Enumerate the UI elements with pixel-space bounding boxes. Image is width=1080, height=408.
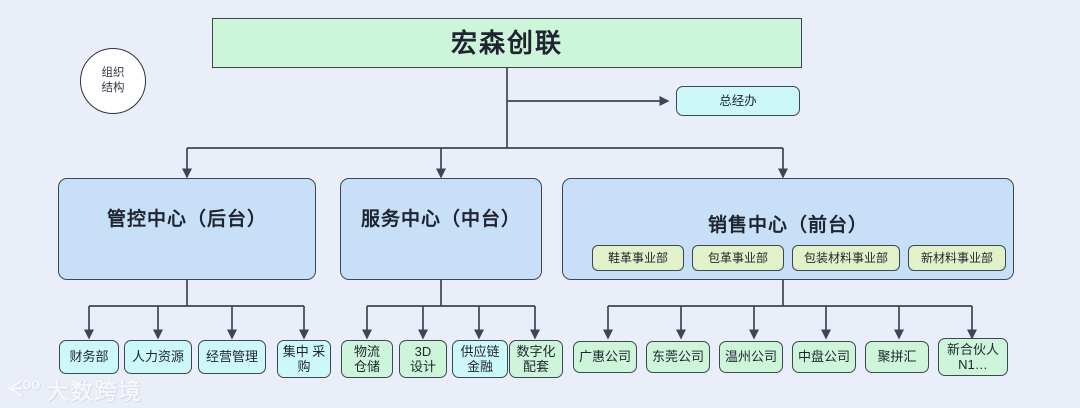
watermark-logo-icon: ᗕ⁰⁰ xyxy=(6,375,41,402)
center-node-control[interactable]: 管控中心（后台） xyxy=(58,178,316,280)
leaf-node-digital-support[interactable]: 数字化 配套 xyxy=(509,340,563,378)
leaf-node-finance[interactable]: 财务部 xyxy=(59,340,119,374)
leaf-node-3d-design[interactable]: 3D 设计 xyxy=(399,340,447,378)
leaf-node-guanghui-company[interactable]: 广惠公司 xyxy=(573,341,637,373)
leaf-node-jupinhui[interactable]: 聚拼汇 xyxy=(865,341,929,373)
division-node-shoe-leather[interactable]: 鞋革事业部 xyxy=(592,245,684,271)
leaf-node-centralized-procurement[interactable]: 集中 采 购 xyxy=(277,340,331,378)
leaf-node-logistics-warehousing[interactable]: 物流 仓储 xyxy=(341,340,393,378)
division-node-bag-leather[interactable]: 包革事业部 xyxy=(692,245,784,271)
watermark-label: 大数跨境 xyxy=(45,378,142,404)
leaf-node-supply-chain-finance[interactable]: 供应链 金融 xyxy=(452,340,508,378)
leaf-node-wenzhou-company[interactable]: 温州公司 xyxy=(719,341,783,373)
leaf-node-dongguan-company[interactable]: 东莞公司 xyxy=(646,341,710,373)
leaf-node-new-partner[interactable]: 新合伙人 N1… xyxy=(938,338,1008,376)
node-general-manager-office[interactable]: 总经办 xyxy=(676,86,800,116)
division-node-new-material[interactable]: 新材料事业部 xyxy=(908,245,1006,271)
leaf-node-human-resources[interactable]: 人力资源 xyxy=(124,340,192,374)
leaf-node-zhongpan-company[interactable]: 中盘公司 xyxy=(792,341,856,373)
center-node-service[interactable]: 服务中心（中台） xyxy=(340,178,542,280)
leaf-node-business-management[interactable]: 经营管理 xyxy=(198,340,266,374)
organization-structure-badge: 组织 结构 xyxy=(80,48,146,114)
root-node-company[interactable]: 宏森创联 xyxy=(212,18,802,68)
division-node-packaging-material[interactable]: 包装材料事业部 xyxy=(792,245,900,271)
watermark: ᗕ⁰⁰ 大数跨境 xyxy=(6,372,142,406)
